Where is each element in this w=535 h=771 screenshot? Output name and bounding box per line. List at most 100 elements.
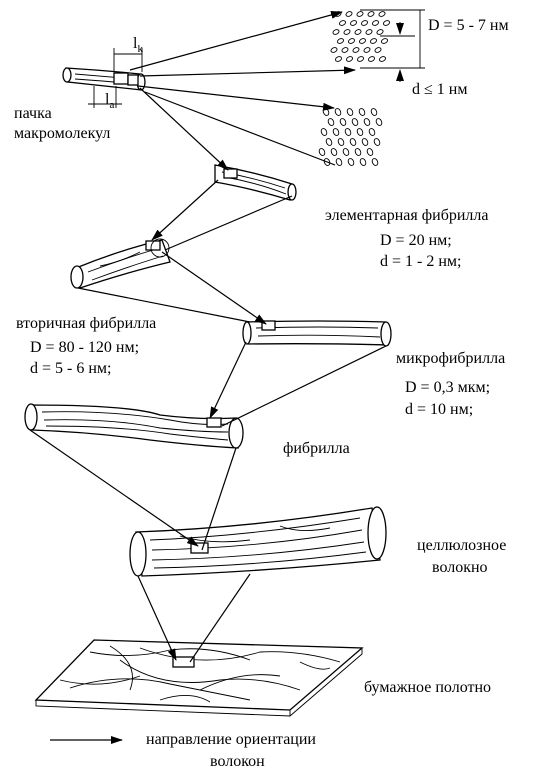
arrow-secondary-to-micro	[161, 251, 267, 325]
arrow-bundle-to-elementary	[139, 87, 229, 171]
bundle-label-line1: пачка	[14, 105, 52, 122]
molecule-section-dot	[335, 56, 342, 62]
arrow-fibril-to-fiber	[29, 429, 199, 547]
line-to-amorphous-bottom	[144, 91, 336, 166]
line-fiber-to-paper	[189, 573, 251, 663]
molecule-section-dot	[368, 56, 375, 62]
molecule-section-dot	[335, 158, 343, 166]
arrow-to-top-section	[129, 11, 343, 71]
molecule-section-dot	[381, 38, 388, 44]
legend-line1: направление ориентации	[146, 731, 316, 748]
molecule-section-dot	[363, 47, 371, 53]
molecule-section-dot	[358, 108, 366, 116]
dimension-bracket	[360, 9, 425, 82]
molecule-section-dot	[341, 47, 349, 53]
molecule-section-dot	[359, 38, 366, 44]
crystallite-box	[113, 72, 129, 85]
microfibril	[242, 320, 392, 347]
macromolecule-bundle	[62, 67, 146, 91]
molecule-section-dot	[343, 29, 351, 35]
elementary-fibril	[214, 164, 297, 201]
arrow-micro-to-fibril	[209, 341, 247, 419]
molecule-section-dot	[375, 118, 383, 126]
molecule-section-dot	[327, 118, 335, 126]
molecule-section-dot	[354, 148, 362, 156]
amorphous-cross-section	[318, 108, 383, 166]
crystallite-cross-section	[330, 11, 390, 62]
molecule-section-dot	[337, 38, 344, 44]
fibril-title: фибрилла	[283, 440, 350, 457]
molecule-section-dot	[337, 138, 345, 146]
molecule-section-dot	[348, 38, 355, 44]
molecule-section-dot	[363, 118, 371, 126]
molecule-section-dot	[349, 138, 357, 146]
molecule-section-dot	[346, 108, 354, 116]
la-label: la	[105, 91, 114, 111]
paper-title: бумажное полотно	[364, 679, 491, 696]
molecule-section-dot	[318, 148, 326, 156]
molecule-section-dot	[350, 20, 357, 26]
molecule-section-dot	[322, 108, 330, 116]
molecule-section-dot	[332, 128, 340, 136]
line-fibril-to-fiber	[201, 447, 237, 551]
molecule-section-dot	[344, 128, 352, 136]
molecule-section-dot	[352, 47, 360, 53]
molecule-section-dot	[366, 148, 374, 156]
d-outer-top: D = 5 - 7 нм	[428, 17, 509, 34]
micro-D: D = 0,3 мкм;	[405, 379, 490, 396]
molecule-section-dot	[342, 148, 350, 156]
molecule-section-dot	[356, 11, 364, 17]
arrow-to-amorphous-section	[137, 85, 335, 111]
secondary-D: D = 80 - 120 нм;	[30, 339, 139, 356]
molecule-section-dot	[376, 29, 384, 35]
molecule-section-dot	[374, 47, 382, 53]
molecule-section-dot	[354, 29, 362, 35]
micro-d: d = 10 нм;	[405, 401, 473, 418]
cellulose-line2: волокно	[432, 559, 488, 576]
molecule-section-dot	[370, 38, 377, 44]
molecule-section-dot	[351, 118, 359, 126]
molecule-section-dot	[330, 148, 338, 156]
molecule-section-dot	[339, 20, 346, 26]
molecule-section-dot	[347, 158, 355, 166]
molecule-section-dot	[371, 158, 379, 166]
molecule-section-dot	[357, 56, 364, 62]
legend-line2: волокон	[210, 753, 265, 770]
amorphous-box	[127, 74, 139, 86]
molecule-section-dot	[367, 11, 375, 17]
fibril	[24, 403, 244, 449]
molecule-section-dot	[325, 138, 333, 146]
secondary-title: вторичная фибрилла	[16, 315, 156, 332]
elementary-D: D = 20 нм;	[380, 232, 452, 249]
paper-sheet	[34, 639, 364, 717]
elementary-d: d = 1 - 2 нм;	[380, 253, 461, 270]
arrow-elementary-to-secondary	[151, 179, 219, 241]
d-inner-top: d ≤ 1 нм	[412, 81, 467, 98]
elementary-title: элементарная фибрилла	[325, 207, 488, 224]
lk-label: lk	[133, 35, 143, 55]
molecule-section-dot	[356, 128, 364, 136]
cellulose-line1: целлюлозное	[417, 537, 506, 554]
molecule-section-dot	[370, 108, 378, 116]
molecule-section-dot	[361, 20, 368, 26]
molecule-section-dot	[330, 47, 338, 53]
cellulose-fiber	[129, 506, 387, 577]
molecule-section-dot	[320, 128, 328, 136]
molecule-section-dot	[373, 138, 381, 146]
micro-title: микрофибрилла	[396, 350, 505, 367]
line-micro-to-fibril	[221, 345, 387, 427]
molecule-section-dot	[334, 108, 342, 116]
molecule-section-dot	[379, 56, 386, 62]
bundle-label-line2: макромолекул	[14, 125, 110, 142]
molecule-section-dot	[372, 20, 379, 26]
arrow-to-mid-section	[139, 66, 356, 77]
molecule-section-dot	[359, 158, 367, 166]
length-markers	[88, 48, 143, 108]
molecule-section-dot	[378, 11, 386, 17]
secondary-fibril	[70, 238, 171, 289]
line-elementary-to-secondary	[164, 195, 293, 251]
molecule-section-dot	[346, 56, 353, 62]
molecule-section-dot	[361, 138, 369, 146]
molecule-section-dot	[345, 11, 353, 17]
